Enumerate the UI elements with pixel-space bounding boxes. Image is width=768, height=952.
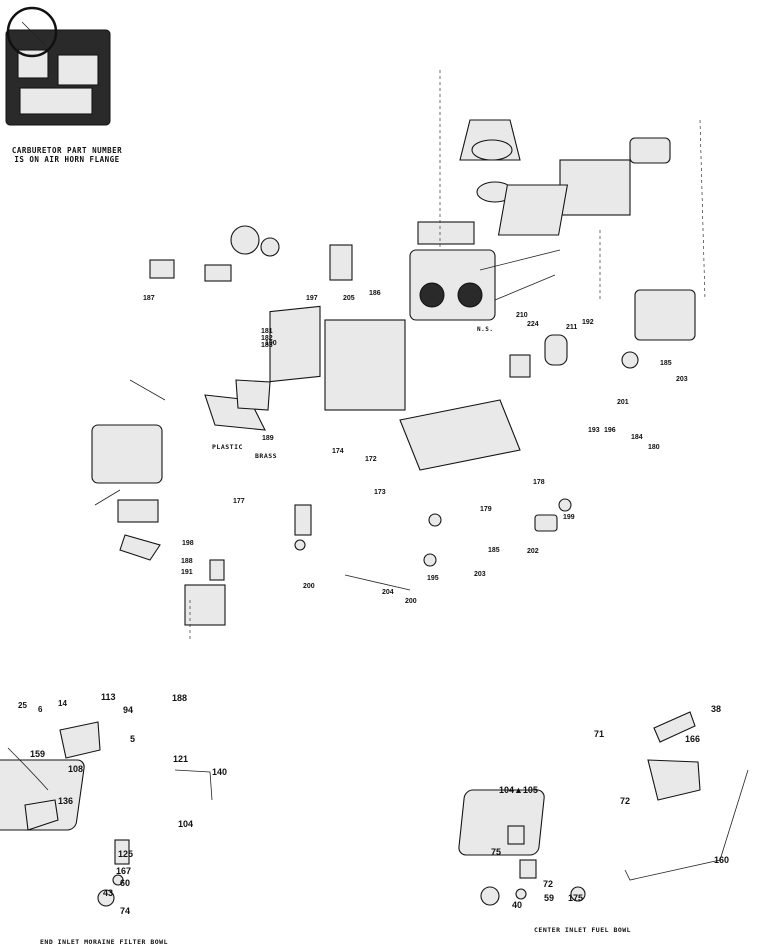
end-inlet-subassembly (0, 721, 213, 907)
callout-center-inlet-5: 75 (491, 847, 501, 857)
callout-end-inlet-17: 74 (120, 906, 130, 916)
center-inlet-bowl (458, 789, 545, 856)
fuel-bowl (91, 424, 163, 484)
callout-main-6: 203 (676, 376, 688, 383)
callout-end-inlet-4: 94 (123, 705, 133, 715)
callout-main-12: 178 (533, 479, 545, 486)
callout-end-inlet-10: 140 (212, 767, 227, 777)
main-exploded-assembly (91, 70, 706, 640)
callout-center-inlet-1: 166 (685, 734, 700, 744)
callout-main-30: 202 (527, 548, 539, 555)
carburetor-main-body (409, 249, 496, 321)
callout-main-4: 183 (261, 342, 273, 349)
callout-main-1: 190 (265, 340, 277, 347)
callout-center-inlet-9: 175 (568, 893, 583, 903)
metering-plate (559, 159, 631, 216)
callout-end-inlet-9: 121 (173, 754, 188, 764)
caption-line-2: IS ON AIR HORN FLANGE (14, 155, 120, 164)
callout-main-19: 187 (143, 295, 155, 302)
callout-main-15: 174 (332, 448, 344, 455)
caption-line-1: CARBURETOR PART NUMBER (11, 146, 123, 155)
callout-main-33: 204 (382, 589, 394, 596)
callout-end-inlet-11: 136 (58, 796, 73, 806)
callout-end-inlet-2: 14 (58, 699, 67, 708)
callout-main-35: 185 (488, 547, 500, 554)
callout-main-22: 210 (516, 312, 528, 319)
throttle-body (399, 399, 521, 471)
callout-end-inlet-15: 60 (120, 878, 130, 888)
callout-main-3: 182 (261, 335, 273, 342)
callout-main-18: 186 (369, 290, 381, 297)
callout-end-inlet-16: 43 (103, 888, 113, 898)
callout-end-inlet-12: 104 (178, 819, 193, 829)
callout-main-29: 199 (563, 514, 575, 521)
callout-main-21: 205 (343, 295, 355, 302)
callout-end-inlet-6: 5 (130, 734, 135, 744)
callout-labels: 25 6 14 113 94 188 5 159 108 121 140 136 104 125 167 60… (18, 290, 729, 916)
callout-center-inlet-0: 38 (711, 704, 721, 714)
callout-main-20: 197 (306, 295, 318, 302)
metering-block (324, 319, 406, 411)
callout-main-36: 203 (474, 571, 486, 578)
callout-center-inlet-10: 160 (714, 855, 729, 865)
callout-main-9: 196 (604, 427, 616, 434)
callout-end-inlet-3: 113 (101, 692, 116, 702)
callout-end-inlet-13: 125 (118, 849, 133, 859)
callout-main-23: 224 (527, 321, 539, 328)
carburetor-inset-image (5, 6, 111, 126)
callout-main-5: 185 (660, 360, 672, 367)
brass-label: BRASS (255, 452, 278, 460)
callout-end-inlet-14: 167 (116, 866, 131, 876)
callout-center-inlet-8: 40 (512, 900, 522, 910)
center-inlet-subassembly (458, 711, 749, 906)
callout-main-17: 179 (480, 506, 492, 513)
callout-end-inlet-7: 159 (30, 749, 45, 759)
callout-end-inlet-0: 25 (18, 701, 27, 710)
callout-center-inlet-2: 71 (594, 729, 604, 739)
callout-main-27: 191 (181, 569, 193, 576)
callout-end-inlet-8: 108 (68, 764, 83, 774)
callout-main-16: 177 (233, 498, 245, 505)
callout-end-inlet-5: 188 (172, 693, 187, 703)
callout-main-7: 201 (617, 399, 629, 406)
end-inlet-caption: END INLET MORAINE FILTER BOWL (40, 938, 168, 946)
center-inlet-caption: CENTER INLET FUEL BOWL (534, 926, 632, 934)
callout-main-10: 180 (648, 444, 660, 451)
callout-main-31: 195 (427, 575, 439, 582)
callout-center-inlet-6: 72 (543, 879, 553, 889)
callout-main-11: 184 (631, 434, 643, 441)
callout-main-8: 193 (588, 427, 600, 434)
callout-main-26: 198 (182, 540, 194, 547)
callout-main-0: 189 (262, 435, 274, 442)
ns-label: N.S. (477, 326, 494, 333)
callout-main-28: 188 (181, 558, 193, 565)
callout-main-34: 200 (405, 598, 417, 605)
plastic-label: PLASTIC (212, 443, 243, 451)
callout-end-inlet-1: 6 (38, 705, 43, 714)
callout-main-2: 181 (261, 328, 273, 335)
callout-center-inlet-7: 59 (544, 893, 554, 903)
callout-main-13: 172 (365, 456, 377, 463)
part-number-caption: CARBURETOR PART NUMBER IS ON AIR HORN FL… (0, 146, 134, 164)
callout-main-14: 173 (374, 489, 386, 496)
callout-center-inlet-4: 72 (620, 796, 630, 806)
callout-center-inlet-3: 104▲105 (499, 785, 538, 795)
callout-main-25: 192 (582, 319, 594, 326)
callout-main-32: 200 (303, 583, 315, 590)
callout-main-24: 211 (566, 324, 577, 331)
